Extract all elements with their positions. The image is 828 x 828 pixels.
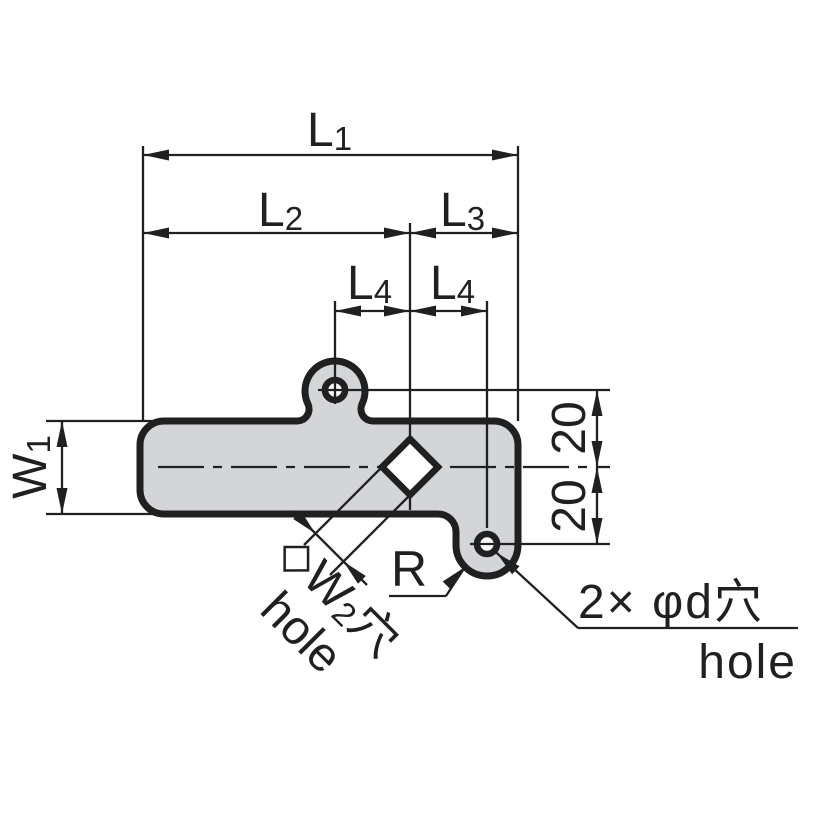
arrowhead-l2-right: [384, 227, 410, 239]
arrowhead-w2-upper: [293, 511, 316, 534]
arrowhead-l4a-right: [384, 305, 410, 317]
arrowhead-20bot-down: [591, 518, 603, 544]
label-l4-right: L4: [430, 257, 475, 310]
label-l1: L1: [307, 104, 352, 157]
arrowhead-l1-left: [143, 149, 169, 161]
square-hole: [377, 434, 443, 500]
arrowhead-20bot-up: [591, 467, 603, 493]
round-hole-callout-line1: 2× φd穴: [578, 576, 764, 629]
label-20-bottom: 20: [543, 479, 596, 532]
arrowhead-r-leader: [442, 567, 465, 590]
round-hole-callout-line2: hole: [698, 636, 797, 689]
w2-extension-a: [303, 466, 383, 546]
square-hole-callout: ◇W2穴 hole: [250, 525, 409, 684]
label-20-top: 20: [543, 401, 596, 454]
label-w1: W1: [4, 435, 57, 499]
label-radius: R: [391, 541, 427, 597]
arrowhead-l4b-left: [410, 305, 436, 317]
arrowhead-20top-down: [591, 441, 603, 467]
arrowhead-l4a-left: [335, 305, 361, 317]
arrowhead-w1-down: [56, 488, 68, 514]
part-outline: [136, 357, 522, 580]
arrowhead-l4b-right: [461, 305, 487, 317]
arrowhead-round-hole-leader: [496, 552, 520, 575]
arrowhead-20top-up: [591, 390, 603, 416]
arrowhead-l1-right: [492, 149, 518, 161]
arrowhead-l2-left: [143, 227, 169, 239]
arrowhead-w1-up: [56, 421, 68, 447]
arrowhead-w2-lower: [343, 561, 366, 584]
arrowhead-l3-right: [492, 227, 518, 239]
arrowhead-l3-left: [410, 227, 436, 239]
label-l3: L3: [440, 184, 485, 237]
label-l2: L2: [258, 184, 303, 237]
label-l4-left: L4: [347, 257, 392, 310]
